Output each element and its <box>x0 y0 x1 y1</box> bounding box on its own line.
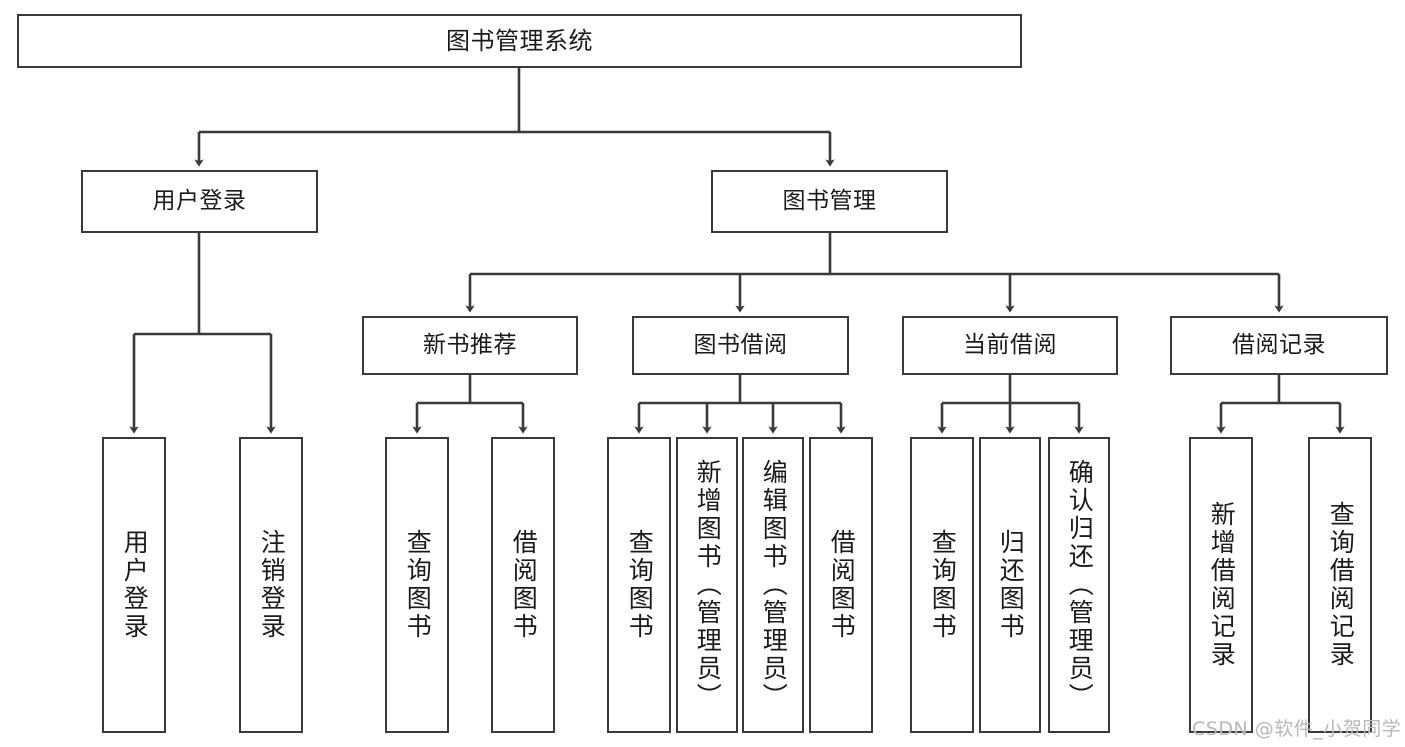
leaf-confirm-return-admin[interactable]: 确认归还（管理员） <box>1048 437 1110 733</box>
node-label: 借阅记录 <box>1232 331 1326 358</box>
leaf-edit-book-admin[interactable]: 编辑图书（管理员） <box>742 437 804 733</box>
node-new-book-recommend[interactable]: 新书推荐 <box>362 316 578 375</box>
leaf-query-book-borrow[interactable]: 查询图书 <box>607 437 671 733</box>
leaf-user-login[interactable]: 用户登录 <box>102 437 166 733</box>
leaf-query-book-current[interactable]: 查询图书 <box>910 437 974 733</box>
csdn-watermark: CSDN @软件_小贺同学 <box>1192 718 1402 740</box>
node-label: 图书管理系统 <box>446 26 593 55</box>
node-label: 查询借阅记录 <box>1326 501 1356 669</box>
node-book-borrow[interactable]: 图书借阅 <box>632 316 849 375</box>
node-label: 确认归还（管理员） <box>1065 459 1095 711</box>
node-label: 归还图书 <box>996 529 1026 641</box>
leaf-add-borrow-record[interactable]: 新增借阅记录 <box>1189 437 1253 733</box>
node-label: 新增借阅记录 <box>1207 501 1237 669</box>
node-label: 当前借阅 <box>963 331 1057 358</box>
node-label: 新增图书（管理员） <box>693 459 723 711</box>
leaf-logout[interactable]: 注销登录 <box>239 437 303 733</box>
node-borrow-record[interactable]: 借阅记录 <box>1170 316 1388 375</box>
node-label: 查询图书 <box>403 529 433 641</box>
node-current-borrow[interactable]: 当前借阅 <box>902 316 1118 375</box>
node-label: 用户登录 <box>120 529 150 641</box>
node-root-system[interactable]: 图书管理系统 <box>17 14 1022 68</box>
node-label: 注销登录 <box>257 529 287 641</box>
node-label: 借阅图书 <box>827 529 857 641</box>
node-label: 查询图书 <box>625 529 655 641</box>
leaf-borrow-book-recommend[interactable]: 借阅图书 <box>491 437 555 733</box>
node-book-management[interactable]: 图书管理 <box>711 170 948 233</box>
leaf-borrow-book[interactable]: 借阅图书 <box>809 437 873 733</box>
node-label: 图书管理 <box>782 187 877 214</box>
leaf-return-book[interactable]: 归还图书 <box>979 437 1041 733</box>
node-user-login[interactable]: 用户登录 <box>81 170 318 233</box>
node-label: 图书借阅 <box>693 331 788 358</box>
node-label: 查询图书 <box>928 529 958 641</box>
leaf-query-borrow-record[interactable]: 查询借阅记录 <box>1308 437 1372 733</box>
leaf-add-book-admin[interactable]: 新增图书（管理员） <box>676 437 738 733</box>
node-label: 新书推荐 <box>423 331 517 358</box>
leaf-query-book-recommend[interactable]: 查询图书 <box>385 437 449 733</box>
node-label: 编辑图书（管理员） <box>759 459 789 711</box>
node-label: 借阅图书 <box>509 529 539 641</box>
node-label: 用户登录 <box>152 187 247 214</box>
